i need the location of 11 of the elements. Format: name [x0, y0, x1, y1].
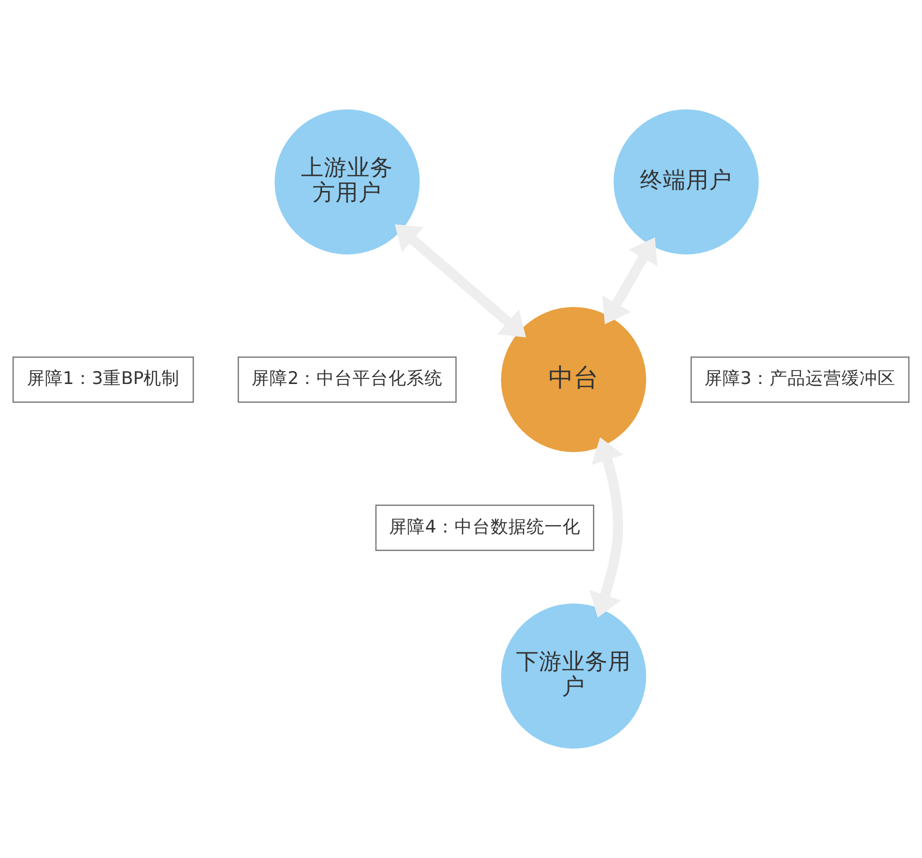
node-box: 屏障2：中台平台化系统 — [238, 356, 457, 403]
arrow — [394, 224, 526, 338]
node-box: 屏障3：产品运营缓冲区 — [690, 356, 910, 403]
arrow — [589, 437, 624, 618]
arrow — [602, 237, 658, 324]
node-box: 屏障4：中台数据统一化 — [375, 504, 594, 551]
node-circle: 终端用户 — [614, 109, 759, 254]
node-circle: 中台 — [501, 307, 646, 452]
node-circle: 上游业务方用户 — [274, 109, 420, 254]
node-circle: 下游业务用户 — [501, 604, 646, 749]
node-box: 屏障1：3重BP机制 — [12, 356, 194, 403]
